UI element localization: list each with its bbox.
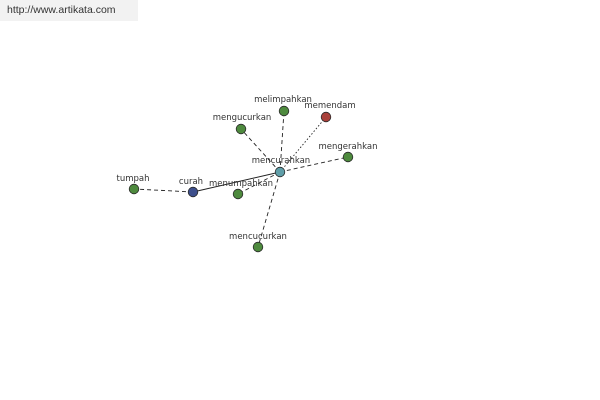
- node-tumpah[interactable]: tumpah: [117, 174, 150, 195]
- node-dot-curah[interactable]: [187, 186, 199, 198]
- node-label-mencucurkan[interactable]: mencucurkan: [229, 232, 287, 242]
- edge-mencurahkan-memendam: [279, 116, 327, 173]
- node-melimpahkan[interactable]: melimpahkan: [254, 95, 312, 117]
- edge-mencurahkan-curah: [192, 171, 281, 193]
- node-dot-memendam[interactable]: [320, 111, 332, 123]
- node-curah[interactable]: curah: [179, 177, 203, 198]
- node-label-mengerahkan[interactable]: mengerahkan: [319, 142, 378, 152]
- node-label-menumpahkan[interactable]: menumpahkan: [209, 179, 273, 189]
- node-label-mengucurkan[interactable]: mengucurkan: [213, 113, 272, 123]
- node-dot-mengucurkan[interactable]: [235, 123, 247, 135]
- node-dot-menumpahkan[interactable]: [232, 188, 244, 200]
- edge-mencurahkan-mengucurkan: [240, 128, 281, 173]
- edge-mencurahkan-mencucurkan: [257, 171, 281, 248]
- node-label-curah[interactable]: curah: [179, 177, 203, 187]
- node-mengucurkan[interactable]: mengucurkan: [213, 113, 272, 135]
- node-dot-mengerahkan[interactable]: [342, 151, 354, 163]
- edge-mencurahkan-melimpahkan: [279, 110, 285, 173]
- edge-curah-tumpah: [133, 188, 194, 193]
- site-url[interactable]: http://www.artikata.com: [7, 4, 116, 16]
- node-mencurahkan[interactable]: mencurahkan: [252, 156, 310, 178]
- node-dot-melimpahkan[interactable]: [278, 105, 290, 117]
- node-mengerahkan[interactable]: mengerahkan: [319, 142, 378, 163]
- graph-nodes: mencurahkan curah tumpah menumpahkan mengucu…: [117, 95, 378, 253]
- edge-mencurahkan-mengerahkan: [279, 156, 349, 173]
- node-memendam[interactable]: memendam: [304, 101, 356, 123]
- node-label-memendam[interactable]: memendam: [304, 101, 355, 111]
- node-mencucurkan[interactable]: mencucurkan: [229, 232, 287, 253]
- edge-mencurahkan-menumpahkan: [237, 171, 281, 195]
- graph-edges: [133, 110, 349, 248]
- node-dot-tumpah[interactable]: [128, 183, 140, 195]
- url-bar: http://www.artikata.com: [0, 0, 138, 21]
- node-label-tumpah[interactable]: tumpah: [117, 174, 150, 184]
- node-label-mencurahkan[interactable]: mencurahkan: [252, 156, 310, 166]
- node-dot-mencurahkan[interactable]: [274, 166, 286, 178]
- node-dot-mencucurkan[interactable]: [252, 241, 264, 253]
- node-label-melimpahkan[interactable]: melimpahkan: [254, 95, 312, 105]
- node-menumpahkan[interactable]: menumpahkan: [209, 179, 273, 200]
